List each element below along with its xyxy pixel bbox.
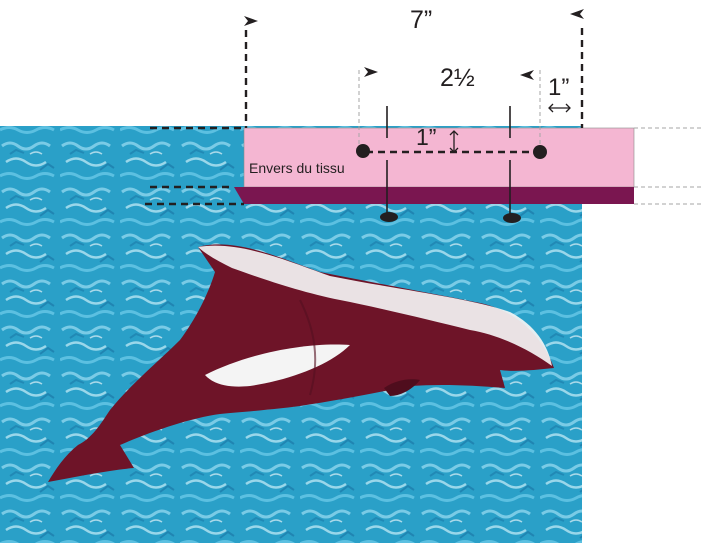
dolphin-image bbox=[48, 244, 554, 482]
tick-marks bbox=[386, 106, 511, 214]
inner-width-label: 2½ bbox=[440, 64, 475, 92]
double-arrow-vertical-icon bbox=[449, 130, 459, 153]
arrowhead-left-icon bbox=[520, 70, 534, 80]
grommet-icon bbox=[380, 212, 398, 222]
drop-label: 1” bbox=[416, 124, 437, 150]
edge-offset-label: 1” bbox=[548, 74, 570, 101]
arrowhead-right-icon bbox=[364, 67, 378, 77]
sleeve-bottom-edge bbox=[234, 187, 634, 204]
total-width-label: 7” bbox=[410, 6, 433, 34]
grommet-icon bbox=[503, 213, 521, 223]
arrowhead-left-icon bbox=[570, 9, 584, 19]
grommet-icon bbox=[533, 145, 547, 159]
arrowhead-right-icon bbox=[244, 16, 258, 26]
grommet-icon bbox=[356, 144, 370, 158]
dimension-lines bbox=[145, 28, 584, 206]
guide-lines bbox=[358, 70, 704, 205]
fabric-back-label: Envers du tissu bbox=[249, 160, 345, 176]
sleeve-top bbox=[243, 127, 635, 188]
double-arrow-horizontal-icon bbox=[548, 103, 571, 113]
